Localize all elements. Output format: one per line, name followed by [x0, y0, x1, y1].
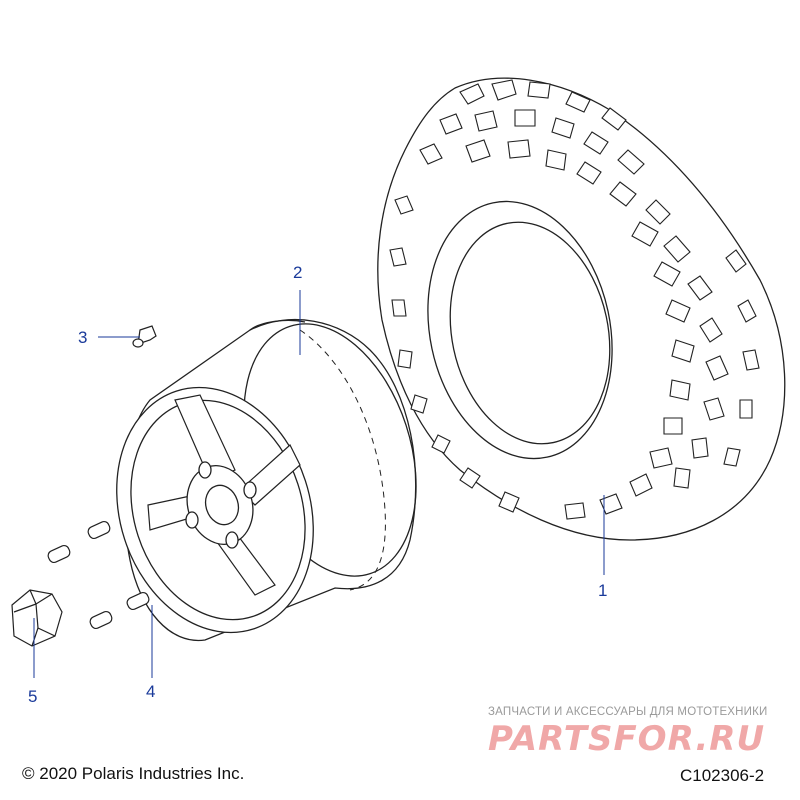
callout-1-tire: 1 — [598, 581, 608, 600]
callout-3-valve-stem: 3 — [78, 328, 88, 347]
lug-nut — [11, 589, 63, 647]
watermark-brand: PARTSFOR.RU — [488, 719, 766, 759]
wheel — [116, 318, 417, 642]
callout-2-wheel: 2 — [293, 263, 303, 282]
valve-stem — [132, 325, 157, 348]
leader-lines — [33, 290, 605, 678]
copyright-text: © 2020 Polaris Industries Inc. — [22, 764, 245, 783]
lug-studs — [47, 520, 150, 630]
watermark-tagline: ЗАПЧАСТИ И АКСЕССУАРЫ ДЛЯ МОТОТЕХНИКИ — [488, 706, 768, 718]
callout-5-lug-nut: 5 — [28, 687, 38, 706]
callout-4-lug-stud: 4 — [146, 682, 156, 701]
figure-id: C102306-2 — [680, 766, 765, 785]
tire — [377, 77, 786, 541]
